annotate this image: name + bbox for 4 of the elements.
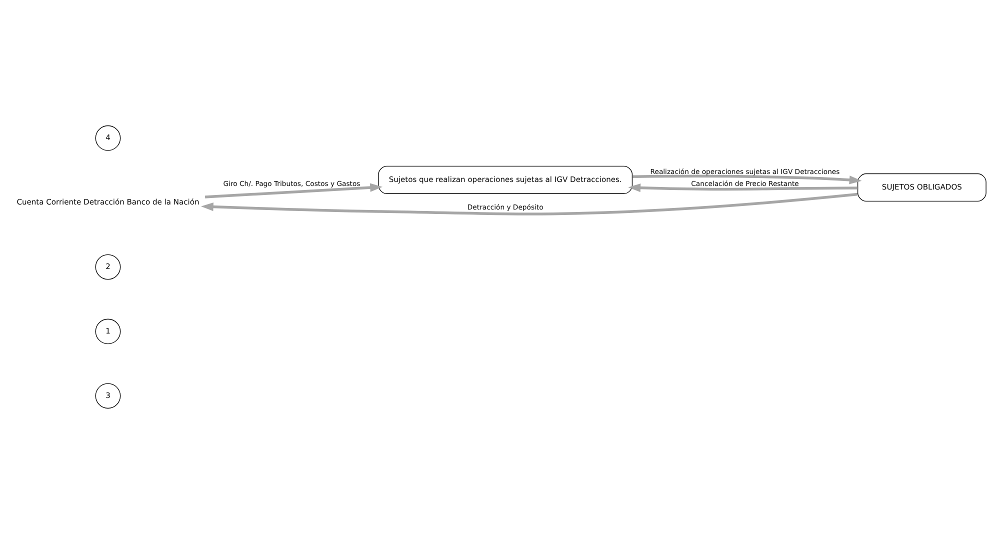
- arrow: [200, 192, 858, 215]
- arrow: [632, 174, 862, 184]
- arrow: [204, 182, 383, 198]
- arrow: [628, 182, 858, 192]
